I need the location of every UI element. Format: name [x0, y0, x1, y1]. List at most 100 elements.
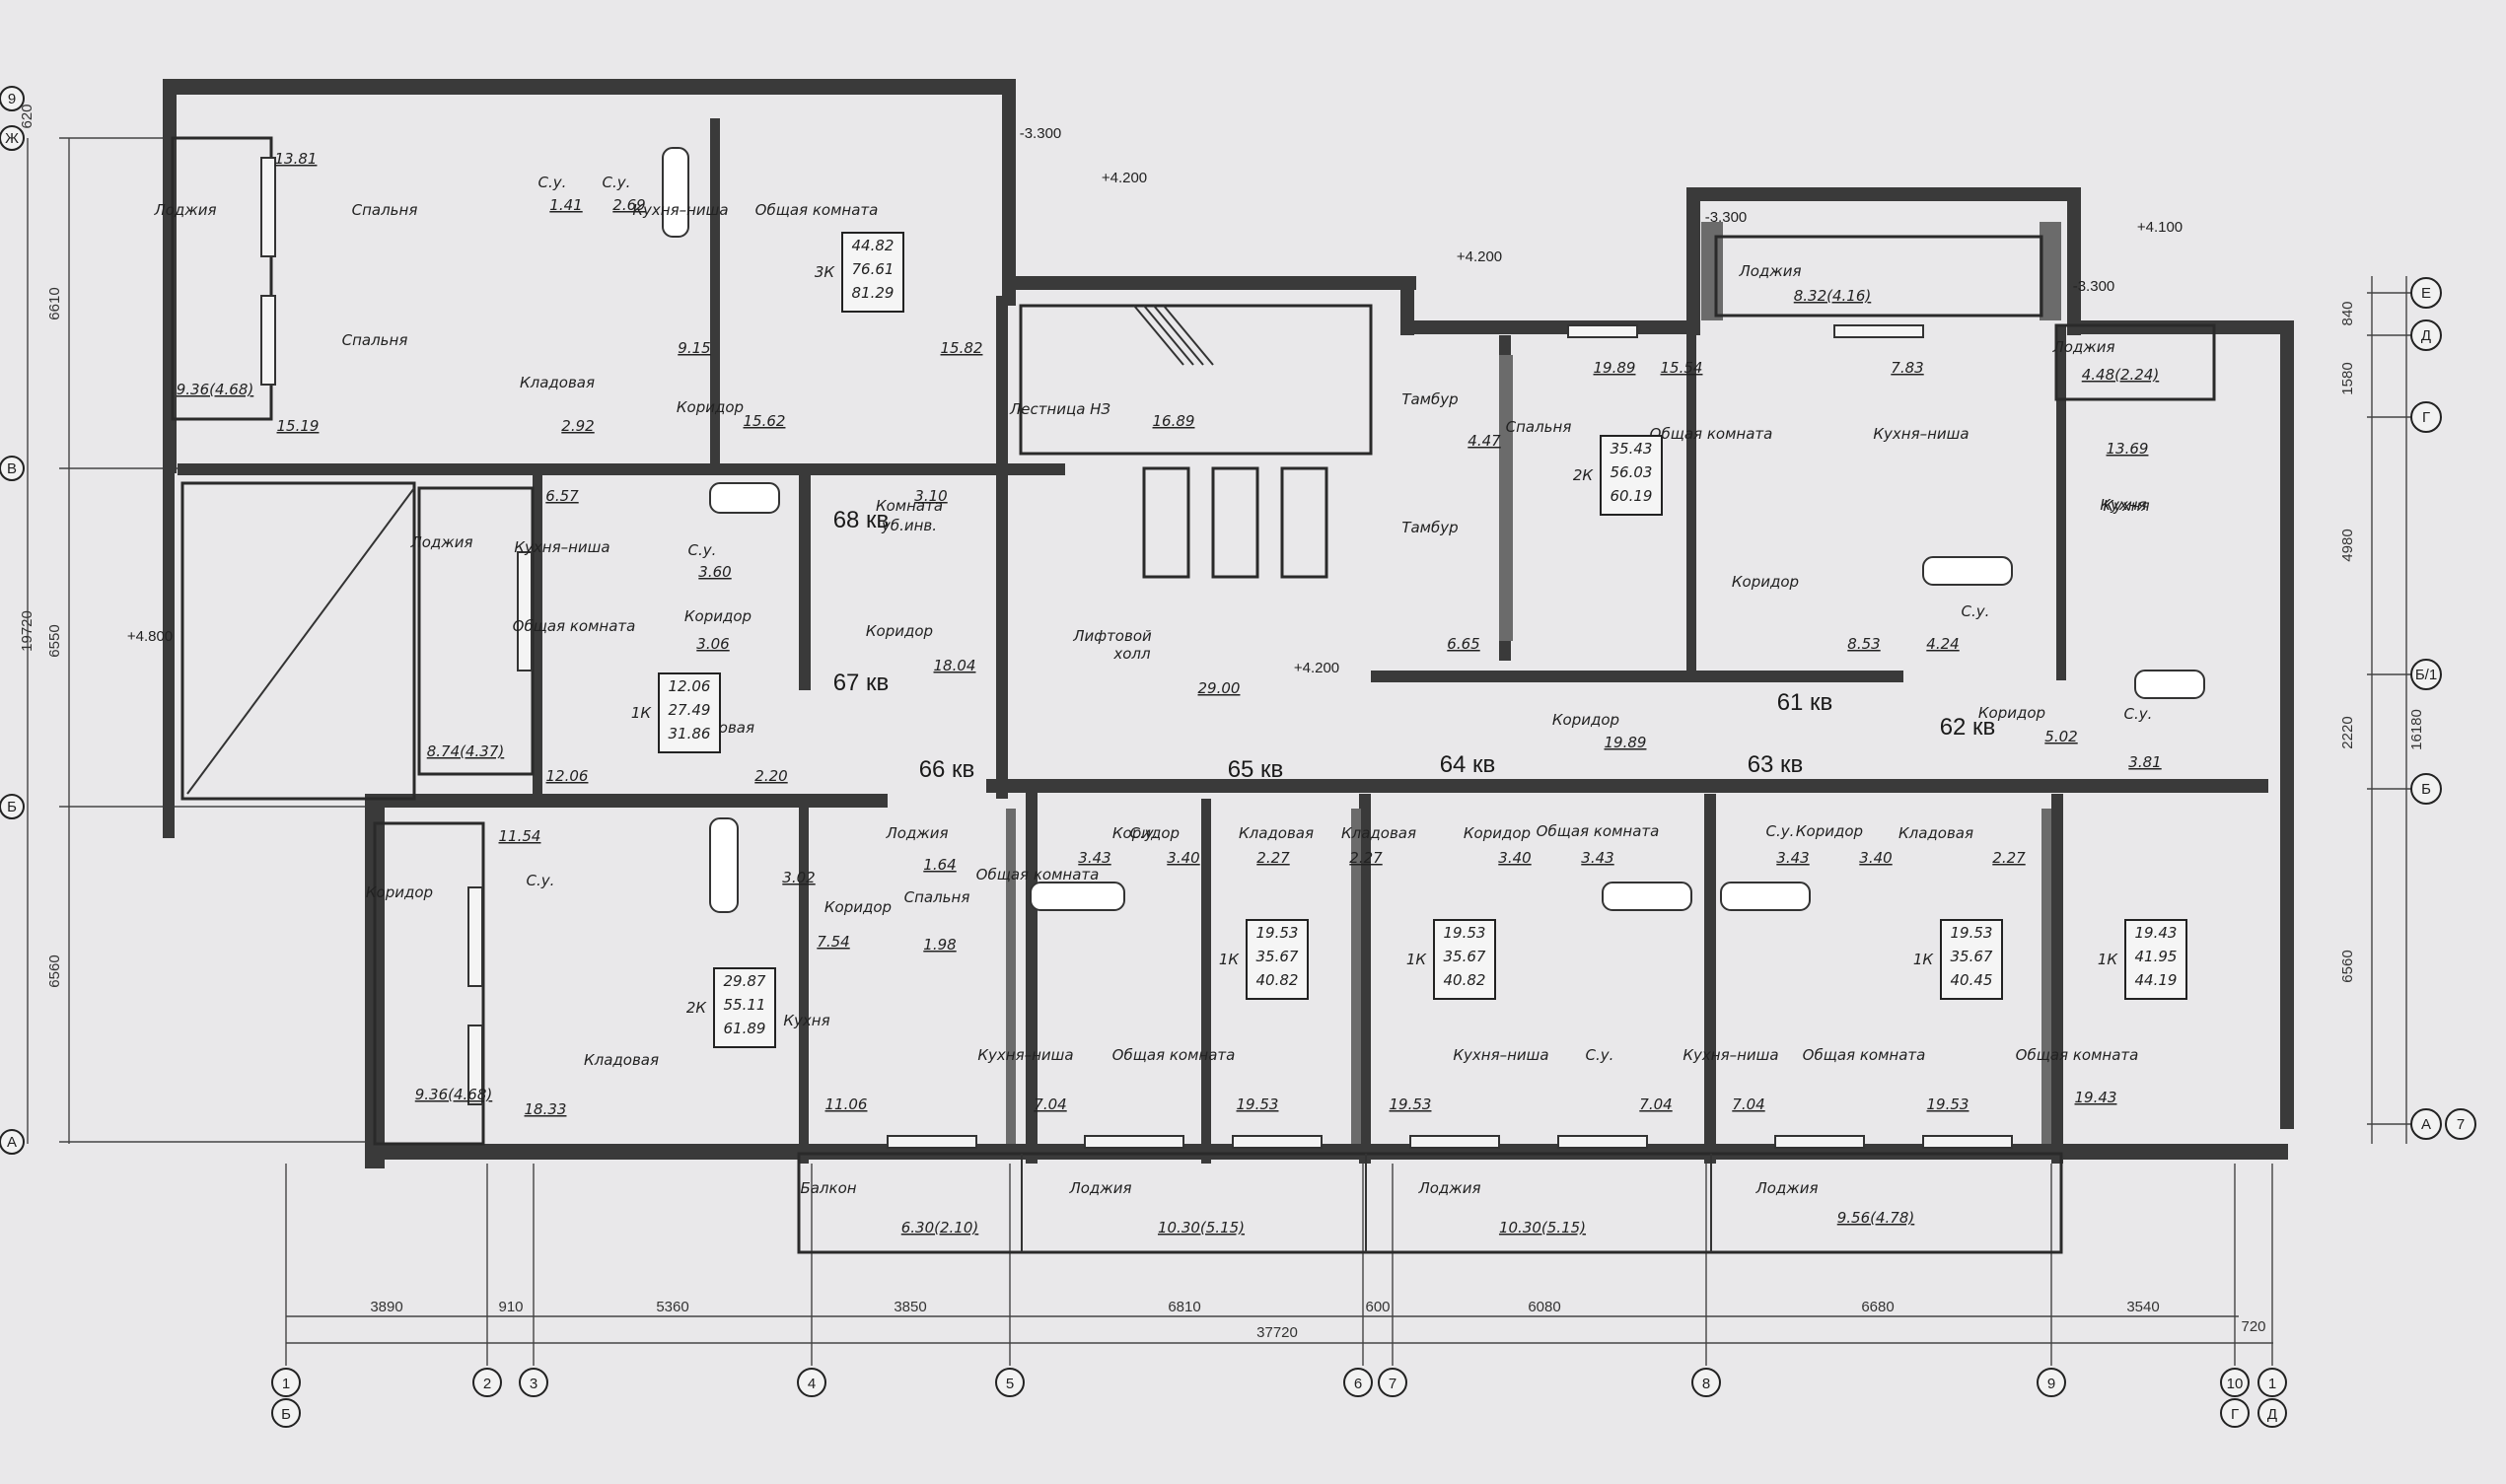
apartment-summary-box — [713, 967, 776, 1048]
summary-living: 19.53 — [1951, 924, 1993, 942]
area-value-41: 3.43 — [1078, 849, 1110, 867]
apartment-number-6: 63 кв — [1748, 751, 1804, 778]
summary-total: 56.03 — [1611, 463, 1653, 481]
room-label-58: Лоджия — [1068, 1179, 1131, 1197]
area-value-52: 19.53 — [1390, 1095, 1432, 1113]
room-label-32: Коридор — [1552, 711, 1619, 729]
apartment-number-2: 67 кв — [833, 670, 890, 696]
axis-marker-bottom — [1378, 1368, 1407, 1397]
axis-label-left: Б — [7, 799, 17, 815]
level-mark-6: -3.300 — [2073, 278, 2115, 295]
level-mark-7: +4.800 — [127, 628, 173, 645]
apartment-summary-box — [658, 672, 721, 753]
axis-number: 5 — [1006, 1376, 1014, 1392]
axis-label-right: Д — [2421, 327, 2431, 344]
room-label-6: Кухня–ниша — [632, 201, 728, 219]
axis-marker-bottom — [271, 1368, 301, 1428]
room-label-7: Общая комната — [755, 201, 879, 219]
dimension-bottom-6: 600 — [1365, 1299, 1390, 1315]
axis-marker-bottom — [519, 1368, 548, 1397]
axis-marker-bottom — [2037, 1368, 2066, 1397]
area-value-22: 5.02 — [2044, 728, 2077, 745]
summary-with-loggia: 40.82 — [1256, 971, 1299, 989]
axis-circle-sub — [271, 1398, 301, 1428]
axis-circle-sub — [2257, 1398, 2287, 1428]
room-label-59: Лоджия — [1417, 1179, 1480, 1197]
summary-rooms: 3К — [815, 263, 836, 281]
axis-marker-bottom — [2257, 1368, 2287, 1428]
area-value-58: 10.30(5.15) — [1158, 1219, 1245, 1237]
summary-rooms: 2К — [1573, 466, 1595, 484]
axis-marker-bottom — [1343, 1368, 1373, 1397]
axis-label-left: 9 — [8, 91, 16, 107]
area-value-11: 4.47 — [1468, 432, 1501, 450]
area-value-59: 10.30(5.15) — [1499, 1219, 1586, 1237]
axis-marker-left — [0, 86, 25, 111]
apartment-number-3: 66 кв — [919, 756, 975, 783]
room-label-63: Коридор — [1978, 704, 2045, 722]
room-label-8: Кладовая — [520, 374, 595, 391]
dimension-bottom-7: 6080 — [1528, 1299, 1560, 1315]
summary-with-loggia: 81.29 — [852, 284, 895, 302]
summary-living: 44.82 — [852, 237, 895, 254]
room-label-25: Коридор — [684, 607, 752, 625]
room-label-9: Коридор — [677, 398, 744, 416]
apartment-summary-box — [2124, 919, 2187, 1000]
axis-circle — [1691, 1368, 1721, 1397]
area-value-10: 16.89 — [1153, 412, 1195, 430]
dimension-right-5: 6560 — [2339, 950, 2356, 982]
summary-frame — [1940, 919, 2003, 1000]
axis-number: 7 — [1389, 1376, 1396, 1392]
dimension-right-1: 840 — [2339, 301, 2356, 325]
area-value-44: 2.27 — [1349, 849, 1383, 867]
area-value-8: 15.62 — [744, 412, 786, 430]
axis-number: 1 — [282, 1376, 290, 1392]
dimension-bottom-10: 720 — [2241, 1318, 2265, 1335]
summary-with-loggia: 40.82 — [1444, 971, 1486, 989]
axis-circle — [1343, 1368, 1373, 1397]
room-label-42: Кухня–ниша — [977, 1046, 1073, 1064]
area-value-24: 3.60 — [698, 563, 731, 581]
area-value-29: 3.10 — [914, 487, 947, 505]
room-label-49: Кухня–ниша — [1453, 1046, 1548, 1064]
area-value-35: 1.64 — [923, 856, 956, 874]
area-value-43: 2.27 — [1256, 849, 1290, 867]
room-label-40: Коридор — [824, 898, 892, 916]
level-mark-1: -3.300 — [1020, 125, 1062, 142]
axis-letter: Г — [2231, 1406, 2239, 1423]
room-label-33: Коридор — [366, 883, 433, 901]
area-value-30: 18.04 — [934, 657, 976, 674]
area-value-37: 7.54 — [817, 933, 849, 951]
apartment-summary-box — [1940, 919, 2003, 1000]
axis-marker-right — [2445, 1108, 2476, 1140]
room-label-35: Лоджия — [885, 824, 948, 842]
dimension-bottom-2: 910 — [498, 1299, 523, 1315]
summary-frame — [841, 232, 904, 313]
room-label-5: С.у. — [603, 174, 631, 191]
area-value-47: 3.43 — [1776, 849, 1809, 867]
area-value-49: 2.27 — [1992, 849, 2026, 867]
summary-living: 19.43 — [2135, 924, 2178, 942]
area-value-14: 15.54 — [1661, 359, 1703, 377]
area-value-28: 2.20 — [754, 767, 787, 785]
apartment-summary-box — [1600, 435, 1663, 516]
axis-marker-right — [2410, 1108, 2442, 1140]
apartment-summary-box — [841, 232, 904, 313]
axis-number: 3 — [530, 1376, 537, 1392]
summary-rooms: 1К — [631, 704, 653, 722]
room-label-50: С.у. — [1586, 1046, 1614, 1064]
axis-marker-bottom — [797, 1368, 826, 1397]
axis-circle — [472, 1368, 502, 1397]
summary-with-loggia: 40.45 — [1951, 971, 1993, 989]
axis-circle — [2220, 1368, 2250, 1397]
room-label-37: Общая комната — [976, 866, 1100, 883]
area-value-19: 8.53 — [1847, 635, 1880, 653]
apartment-number-7: 62 кв — [1940, 714, 1996, 741]
area-value-12: 6.65 — [1447, 635, 1479, 653]
room-label-4: С.у. — [538, 174, 567, 191]
apartment-number-8: 61 кв — [1777, 689, 1833, 716]
summary-total: 35.67 — [1951, 948, 1993, 965]
room-label-31: холл — [1112, 645, 1151, 663]
room-label-19: Коридор — [1732, 573, 1799, 591]
room-label-13: Лоджия — [1738, 262, 1801, 280]
